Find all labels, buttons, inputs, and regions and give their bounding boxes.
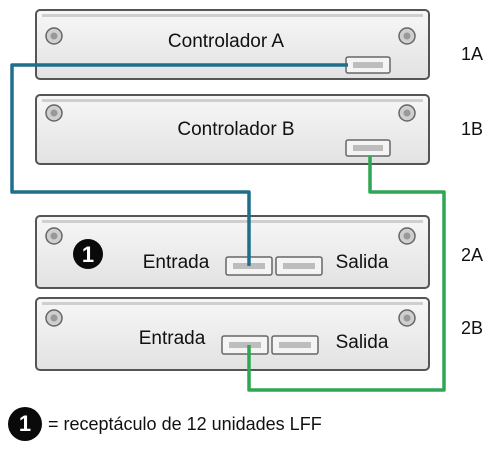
- thumbscrew-icon: [45, 104, 63, 122]
- thumbscrew-icon: [398, 104, 416, 122]
- thumbscrew-icon: [398, 227, 416, 245]
- legend-text: = receptáculo de 12 unidades LFF: [48, 413, 322, 434]
- side-label-1b: 1B: [461, 119, 483, 139]
- numbered-badge-icon: 1: [8, 407, 42, 441]
- thumbscrew-icon: [398, 27, 416, 45]
- side-label-1a: 1A: [461, 44, 483, 64]
- enclosure-2b-module: Entrada Salida: [35, 297, 430, 371]
- controller-a-label: Controlador A: [168, 31, 285, 52]
- cable-controller-a-to-2a: [10, 63, 348, 266]
- thumbscrew-icon: [45, 309, 63, 327]
- thumbscrew-icon: [45, 27, 63, 45]
- badge-number: 1: [82, 242, 94, 267]
- sas-port: [345, 56, 391, 74]
- side-label-2b: 2B: [461, 318, 483, 338]
- output-label: Salida: [336, 252, 389, 273]
- controller-b-label: Controlador B: [177, 119, 294, 140]
- cable-controller-b-to-2b: [247, 156, 446, 392]
- controller-a-module: Controlador A: [35, 9, 430, 80]
- input-label: Entrada: [139, 328, 206, 349]
- sas-port-out: [271, 335, 319, 355]
- sas-port-in: [221, 335, 269, 355]
- thumbscrew-icon: [398, 309, 416, 327]
- thumbscrew-icon: [45, 227, 63, 245]
- output-label: Salida: [336, 332, 389, 353]
- input-label: Entrada: [143, 252, 210, 273]
- numbered-badge-icon: 1: [73, 239, 103, 269]
- legend: 1 = receptáculo de 12 unidades LFF: [8, 404, 322, 444]
- sas-port: [345, 139, 391, 157]
- controller-b-module: Controlador B: [35, 94, 430, 165]
- enclosure-2a-module: 1 Entrada Salida: [35, 215, 430, 289]
- side-label-2a: 2A: [461, 245, 483, 265]
- sas-port-out: [275, 256, 323, 276]
